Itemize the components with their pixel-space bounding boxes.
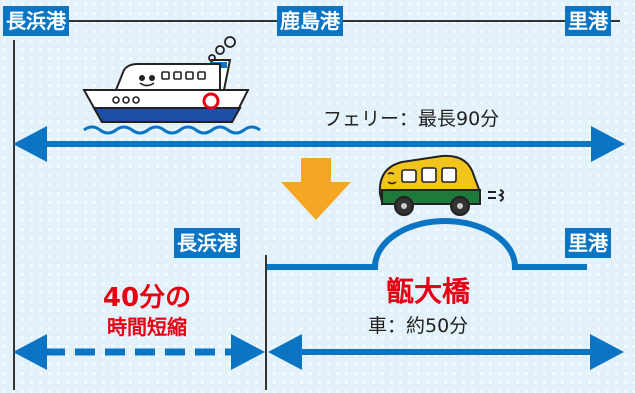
car-route-arrow (268, 334, 624, 370)
car-time-label: 車：約50分 (368, 315, 469, 337)
port-badge-nagahama-bottom: 長浜港 (174, 228, 240, 258)
down-arrow-icon (281, 158, 351, 220)
port-badge-nagahama-top: 長浜港 (3, 6, 69, 36)
left-vertical-guide (13, 40, 15, 390)
ferry-route-arrow (13, 126, 625, 162)
time-reduction-label: 時間短縮 (107, 315, 187, 339)
bridge-name: 甑大橋 (386, 275, 471, 308)
time-reduction-amount: 40分の (102, 283, 192, 313)
ferry-icon (82, 36, 261, 135)
bridge-route-line (267, 218, 587, 270)
ferry-time-label: フェリー：最長90分 (323, 108, 500, 130)
port-badge-kashima: 鹿島港 (277, 6, 343, 36)
port-badge-sato-top: 里港 (565, 6, 611, 36)
port-badge-sato-bottom: 里港 (565, 228, 611, 258)
middle-vertical-guide (265, 255, 267, 390)
car-icon (378, 154, 504, 216)
time-saved-arrow (13, 334, 265, 370)
